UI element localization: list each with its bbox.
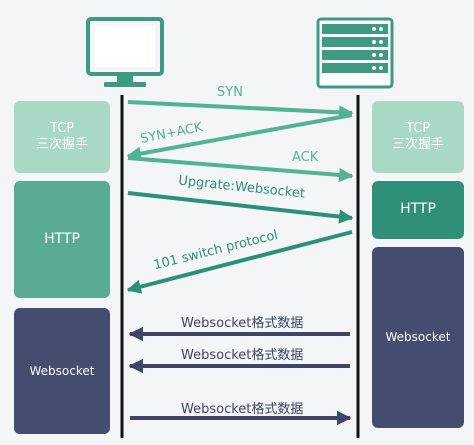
arrow-ack bbox=[127, 156, 354, 183]
server-websocket-box: Websocket bbox=[372, 247, 464, 428]
message-label-ack: ACK bbox=[292, 150, 319, 165]
client-websocket-box: Websocket bbox=[14, 308, 110, 434]
arrow-syn bbox=[127, 100, 354, 120]
client-tcp-box: TCP 三次握手 bbox=[14, 101, 110, 173]
server-tcp-box: TCP 三次握手 bbox=[372, 101, 464, 173]
client-websocket-label: Websocket bbox=[29, 363, 95, 378]
client-handshake-label: 三次握手 bbox=[35, 137, 88, 152]
message-label-syn: SYN bbox=[217, 85, 243, 100]
server-handshake-label: 三次握手 bbox=[391, 137, 444, 152]
arrow-syn-ack bbox=[126, 113, 353, 161]
client-tcp-label: TCP bbox=[49, 120, 75, 136]
server-tcp-label: TCP bbox=[405, 120, 431, 136]
server-http-box: HTTP bbox=[372, 181, 464, 239]
server-http-label: HTTP bbox=[400, 201, 436, 218]
message-label-ws-data-2: Websocket格式数据 bbox=[181, 348, 304, 363]
message-label-ws-data-1: Websocket格式数据 bbox=[181, 316, 304, 331]
server-websocket-label: Websocket bbox=[385, 330, 451, 344]
client-http-box: HTTP bbox=[14, 181, 110, 298]
client-http-label: HTTP bbox=[44, 230, 80, 247]
arrow-switch-protocol bbox=[126, 230, 353, 294]
arrow-upgrade bbox=[127, 191, 354, 224]
server-rack-icon bbox=[316, 17, 394, 89]
desktop-monitor-icon bbox=[86, 17, 164, 87]
message-label-ws-data-3: Websocket格式数据 bbox=[181, 402, 304, 417]
